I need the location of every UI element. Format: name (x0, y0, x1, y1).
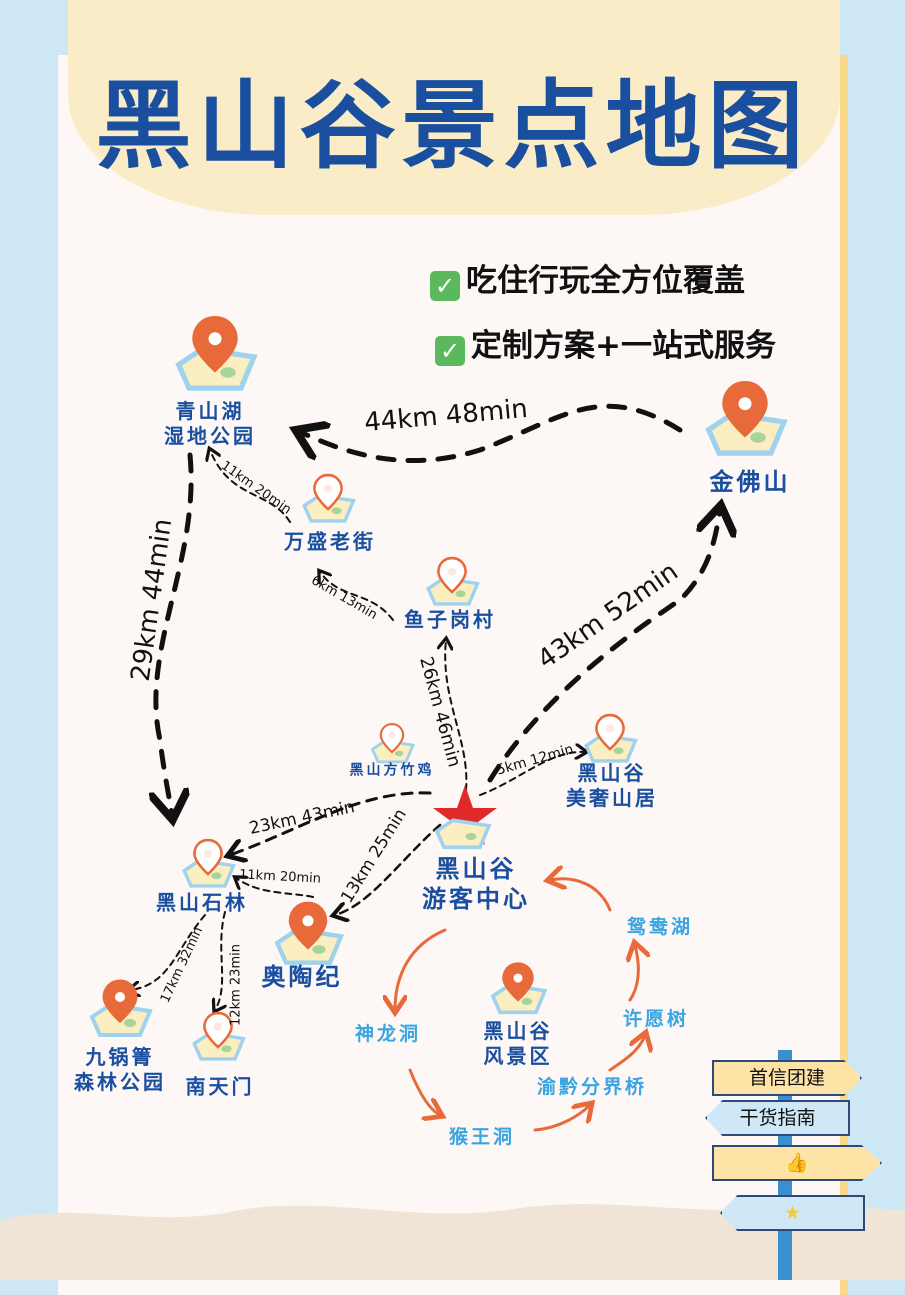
loop-spot[interactable]: 猴王洞 (448, 1126, 516, 1149)
sign-guide[interactable]: 干货指南 (705, 1100, 850, 1136)
map-pin-icon (418, 551, 486, 615)
star-face-icon: ★ (783, 1202, 802, 1224)
map-pin-icon (426, 792, 498, 859)
place-label: 黑山谷 (435, 855, 517, 883)
loop-arrow (533, 1105, 590, 1132)
place-jiuguojing[interactable]: 九锅箐森林公园 (74, 1045, 166, 1095)
place-label: 风景区 (483, 1044, 553, 1068)
place-yuzigang[interactable]: 鱼子岗村 (404, 607, 496, 632)
route-label: 12km 23min (228, 944, 244, 1026)
place-aotaoji[interactable]: 奥陶纪 (261, 963, 343, 991)
map-pin-icon (163, 308, 267, 403)
route-center-aotaoji (335, 823, 442, 915)
place-label: 九锅箐 (85, 1045, 155, 1069)
loop-arrow (630, 945, 638, 1002)
map-pin-icon (576, 708, 644, 772)
feature-item: ✓吃住行玩全方位覆盖 (430, 255, 745, 301)
check-icon: ✓ (430, 271, 460, 301)
place-meishe[interactable]: 黑山谷美奢山居 (566, 761, 658, 811)
map-pin-icon (80, 973, 160, 1047)
place-fangzhuji[interactable]: 黑山方竹鸡 (349, 762, 435, 779)
star-icon (433, 785, 497, 845)
place-label: 游客中心 (422, 885, 530, 913)
map-pin-icon (184, 1006, 252, 1070)
route-qingshanhu-shilin (156, 452, 194, 815)
route-aotaoji-shilin (236, 878, 314, 898)
loop-spot[interactable]: 神龙洞 (354, 1023, 422, 1046)
route-jinfoshan-qingshanhu (300, 403, 683, 464)
place-label: 湿地公园 (164, 424, 256, 448)
map-pin-icon (174, 833, 242, 897)
torn-paper-edge (0, 1204, 905, 1280)
place-label: 森林公园 (74, 1070, 166, 1094)
title-banner (68, 0, 840, 215)
sign-star: ★ (720, 1195, 865, 1231)
place-shilin[interactable]: 黑山石林 (156, 890, 248, 915)
route-center-jinfoshan (487, 510, 720, 783)
loop-spot[interactable]: 渝黔分界桥 (536, 1076, 648, 1099)
place-qingshanhu[interactable]: 青山湖湿地公园 (164, 399, 256, 449)
route-center-meishe (479, 752, 585, 796)
page-title: 黑山谷景点地图 (95, 70, 810, 182)
place-label: 黑山谷 (483, 1019, 553, 1043)
place-center[interactable]: 黑山谷游客中心 (422, 854, 530, 914)
loop-arrow (395, 928, 447, 1010)
loop-arrow (550, 879, 612, 912)
loop-spot[interactable]: 鸳鸯湖 (626, 916, 694, 939)
route-center-yuzigang (445, 640, 468, 791)
route-shilin-jiuguojing (130, 914, 206, 990)
place-label: 黑山谷 (577, 761, 647, 785)
route-wansheng-qingshanhu (210, 450, 291, 523)
sign-shouxin[interactable]: 首信团建 (712, 1060, 862, 1096)
loop-spot[interactable]: 许愿树 (622, 1008, 690, 1031)
place-label: 美奢山居 (566, 786, 658, 810)
thumbs-up-icon: 👍 (785, 1152, 809, 1174)
feature-text: 吃住行玩全方位覆盖 (466, 263, 745, 299)
map-pin-icon (693, 373, 797, 468)
place-jinfoshan[interactable]: 金佛山 (709, 468, 791, 496)
feature-item: ✓定制方案+一站式服务 (435, 320, 776, 366)
map-pin-icon (264, 895, 352, 976)
place-label: 青山湖 (175, 399, 245, 423)
place-wansheng[interactable]: 万盛老街 (284, 529, 376, 554)
route-center-shilin (230, 791, 432, 855)
map-pin-icon (294, 468, 362, 532)
place-scenic[interactable]: 黑山谷风景区 (484, 1019, 553, 1069)
route-yuzigang-wansheng (320, 572, 394, 621)
route-shilin-nantianmen (215, 911, 225, 1010)
feature-text: 定制方案+一站式服务 (471, 328, 776, 364)
loop-arrow (408, 1068, 440, 1115)
sign-hand: 👍 (712, 1145, 882, 1181)
place-nantianmen[interactable]: 南天门 (185, 1074, 255, 1099)
map-pin-icon (482, 957, 554, 1024)
check-icon: ✓ (435, 336, 465, 366)
loop-arrow (608, 1035, 645, 1072)
map-pin-icon (364, 719, 420, 772)
